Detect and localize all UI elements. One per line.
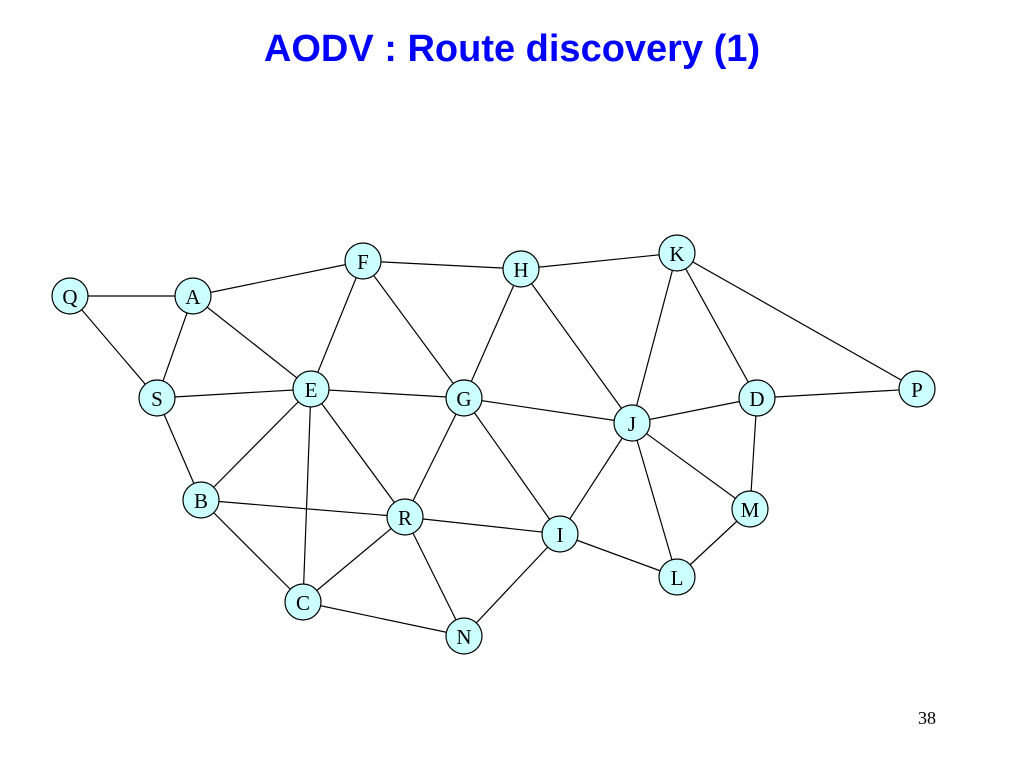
node-label: S — [151, 387, 163, 411]
node-g: G — [445, 379, 483, 417]
node-c: C — [284, 583, 322, 621]
edge-e-r — [310, 388, 406, 518]
node-l: L — [658, 558, 696, 596]
node-m: M — [731, 490, 769, 528]
node-label: D — [749, 387, 764, 411]
edge-r-c — [302, 516, 406, 603]
node-label: J — [628, 412, 636, 436]
node-i: I — [541, 515, 579, 553]
edge-e-c — [302, 388, 312, 603]
edge-h-g — [463, 268, 522, 399]
node-p: P — [898, 370, 936, 408]
edge-i-n — [463, 533, 561, 637]
node-s: S — [138, 379, 176, 417]
edge-e-b — [200, 388, 312, 501]
edge-f-g — [362, 260, 465, 399]
slide-title: AODV : Route discovery (1) — [263, 28, 761, 70]
edge-k-p — [676, 252, 918, 390]
node-h: H — [502, 250, 540, 288]
node-label: F — [357, 250, 369, 274]
node-label: I — [557, 523, 564, 547]
node-q: Q — [51, 277, 89, 315]
node-a: A — [174, 277, 212, 315]
edge-s-e — [156, 388, 312, 399]
node-circle — [182, 481, 220, 519]
edge-i-l — [559, 533, 678, 578]
node-label: N — [456, 625, 471, 649]
node-circle — [731, 490, 769, 528]
node-label: M — [741, 498, 760, 522]
node-f: F — [344, 242, 382, 280]
edge-j-i — [559, 422, 633, 535]
node-circle — [502, 250, 540, 288]
node-label: G — [456, 387, 471, 411]
node-circle — [386, 498, 424, 536]
edge-r-i — [404, 516, 561, 535]
node-label: E — [305, 378, 318, 402]
edge-e-g — [310, 388, 465, 399]
edge-g-r — [404, 397, 465, 518]
edge-k-d — [676, 252, 758, 399]
edge-b-r — [200, 499, 406, 518]
node-circle — [658, 558, 696, 596]
nodes-layer: Q A F H K S E G J D P B R I M L C N — [51, 234, 936, 655]
node-circle — [445, 617, 483, 655]
node-circle — [445, 379, 483, 417]
edge-r-n — [404, 516, 465, 637]
edge-k-j — [631, 252, 678, 424]
node-circle — [898, 370, 936, 408]
edge-g-i — [463, 397, 561, 535]
node-label: A — [185, 285, 201, 309]
node-label: P — [911, 378, 923, 402]
node-circle — [174, 277, 212, 315]
node-n: N — [445, 617, 483, 655]
edge-a-f — [192, 260, 364, 297]
node-circle — [658, 234, 696, 272]
node-b: B — [182, 481, 220, 519]
node-circle — [292, 370, 330, 408]
edge-g-j — [463, 397, 633, 424]
edge-h-j — [520, 268, 633, 424]
node-label: L — [671, 566, 684, 590]
node-label: C — [296, 591, 310, 615]
edge-q-s — [69, 295, 158, 399]
node-label: B — [194, 489, 208, 513]
node-label: K — [669, 242, 684, 266]
edge-f-h — [362, 260, 522, 270]
node-label: Q — [62, 285, 77, 309]
node-k: K — [658, 234, 696, 272]
node-label: H — [513, 258, 528, 282]
node-circle — [344, 242, 382, 280]
node-r: R — [386, 498, 424, 536]
node-circle — [541, 515, 579, 553]
node-circle — [138, 379, 176, 417]
node-e: E — [292, 370, 330, 408]
edge-d-p — [756, 388, 918, 399]
page-number: 38 — [918, 708, 936, 728]
node-j: J — [613, 404, 651, 442]
node-label: R — [398, 506, 412, 530]
edge-h-k — [520, 252, 678, 270]
edge-j-l — [631, 422, 678, 578]
edge-a-e — [192, 295, 312, 390]
edge-f-e — [310, 260, 364, 390]
edge-c-n — [302, 601, 465, 637]
edge-b-c — [200, 499, 304, 603]
node-circle — [738, 379, 776, 417]
edge-j-d — [631, 397, 758, 424]
node-circle — [284, 583, 322, 621]
node-circle — [613, 404, 651, 442]
node-d: D — [738, 379, 776, 417]
edge-j-m — [631, 422, 751, 510]
node-circle — [51, 277, 89, 315]
